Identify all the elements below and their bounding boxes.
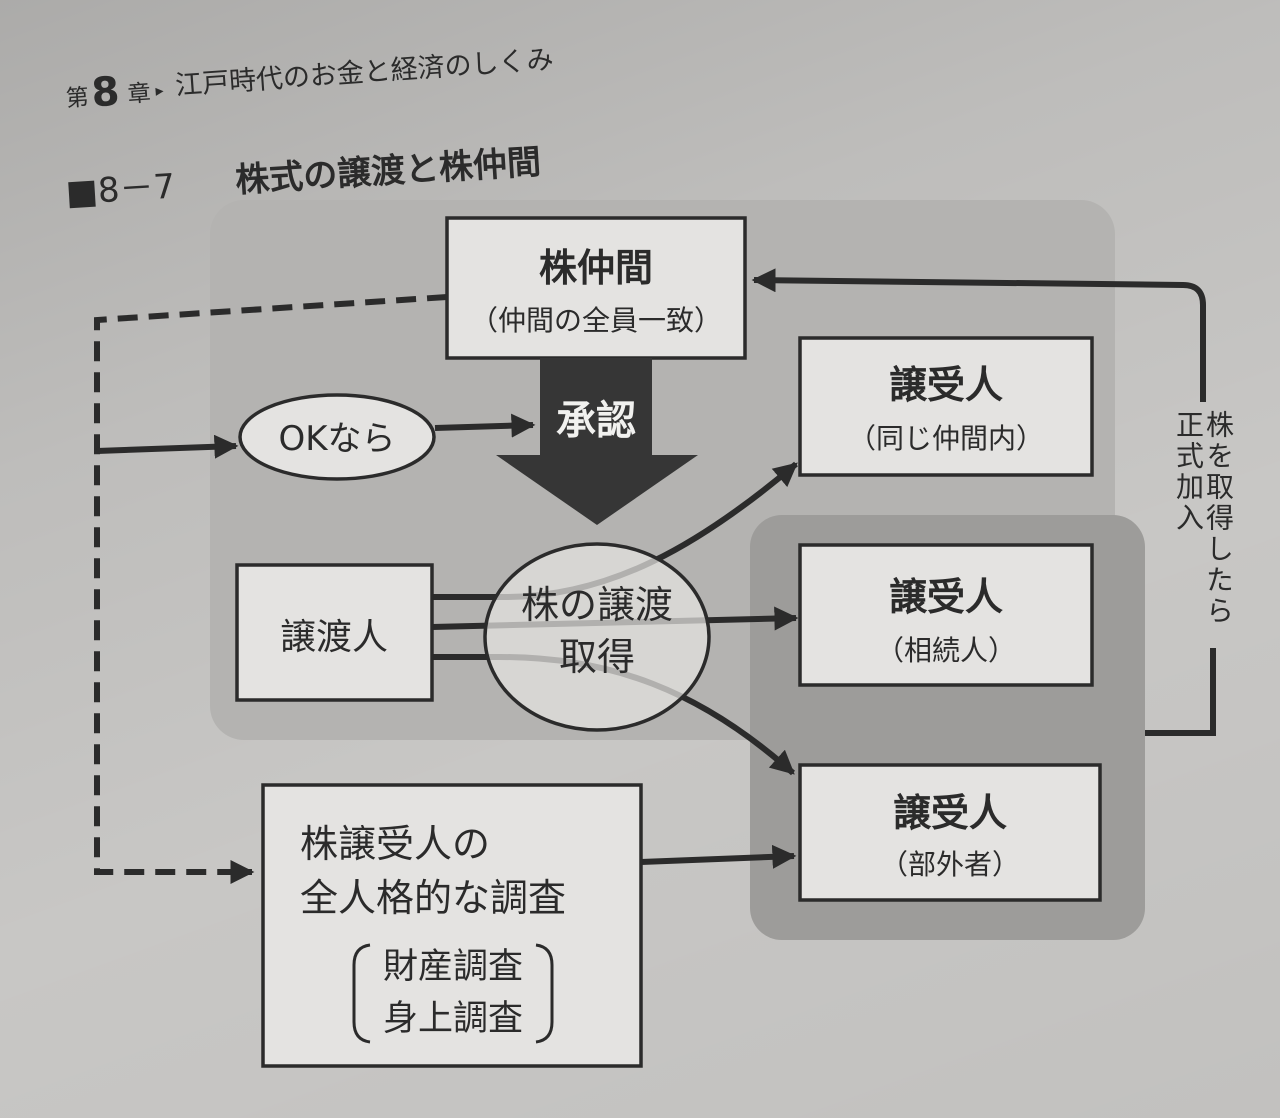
ok-condition-label: OKなら (278, 419, 395, 459)
transferee-heir-subtitle: （相続人） (876, 634, 1016, 667)
ok-condition-ellipse (238, 393, 436, 481)
transfer-line1: 株の譲渡 (521, 583, 673, 627)
investigation-item-property: 財産調査 (383, 947, 523, 987)
transferee-outsider-box (798, 763, 1102, 902)
formal-join-line1: 株を取得したら (1202, 410, 1235, 627)
approval-arrow (496, 358, 698, 525)
investigation-item-personal: 身上調査 (383, 999, 523, 1039)
feedback-line-lower (1145, 648, 1216, 736)
transferee-internal-title: 譲受人 (889, 363, 1003, 407)
arrow-to-ok-condition (96, 434, 239, 459)
kabu-nakama-subtitle: （仲間の全員一致） (470, 304, 722, 337)
formal-join-line2: 正式加入 (1172, 410, 1205, 534)
transferor-box (235, 563, 434, 702)
chapter-title: 江戸時代のお金と経済のしくみ (174, 44, 554, 101)
transfer-ellipse (483, 542, 711, 732)
transferee-outsider-subtitle: （部外者） (880, 848, 1020, 881)
kabu-nakama-title: 株仲間 (539, 246, 653, 290)
investigation-bracket-right (535, 943, 554, 1044)
transferee-heir-title: 譲受人 (889, 575, 1003, 619)
figure-number: ■8－7 (65, 167, 177, 214)
dashed-arrow-to-investigation (94, 294, 448, 884)
arrow-ok-to-approval (434, 413, 536, 438)
transferee-heir-box (798, 543, 1094, 687)
chapter-separator-icon: ▸ (155, 80, 164, 100)
chapter-prefix: 第 (65, 85, 90, 113)
transferee-outsider-title: 譲受人 (893, 791, 1007, 835)
chapter-suffix: 章 (127, 80, 152, 108)
transferee-internal-subtitle: （同じ仲間内） (848, 422, 1044, 455)
transferor-label: 譲渡人 (280, 617, 388, 658)
investigation-line1: 株譲受人の (300, 822, 490, 866)
arrow-investigation-to-outsider (640, 844, 797, 869)
investigation-bracket-left (352, 943, 371, 1044)
investigation-box (261, 783, 643, 1068)
transfer-line2: 取得 (559, 635, 635, 679)
transferee-internal-box (798, 336, 1094, 477)
chapter-number: 8 (90, 69, 121, 117)
feedback-arrow-to-kabu-nakama (751, 268, 1206, 402)
page-header: 第 8 章 ▸ 江戸時代のお金と経済のしくみ (65, 44, 555, 117)
figure-title: 株式の譲渡と株仲間 (234, 142, 542, 201)
investigation-line2: 全人格的な調査 (300, 876, 566, 920)
approval-label: 承認 (556, 398, 636, 444)
